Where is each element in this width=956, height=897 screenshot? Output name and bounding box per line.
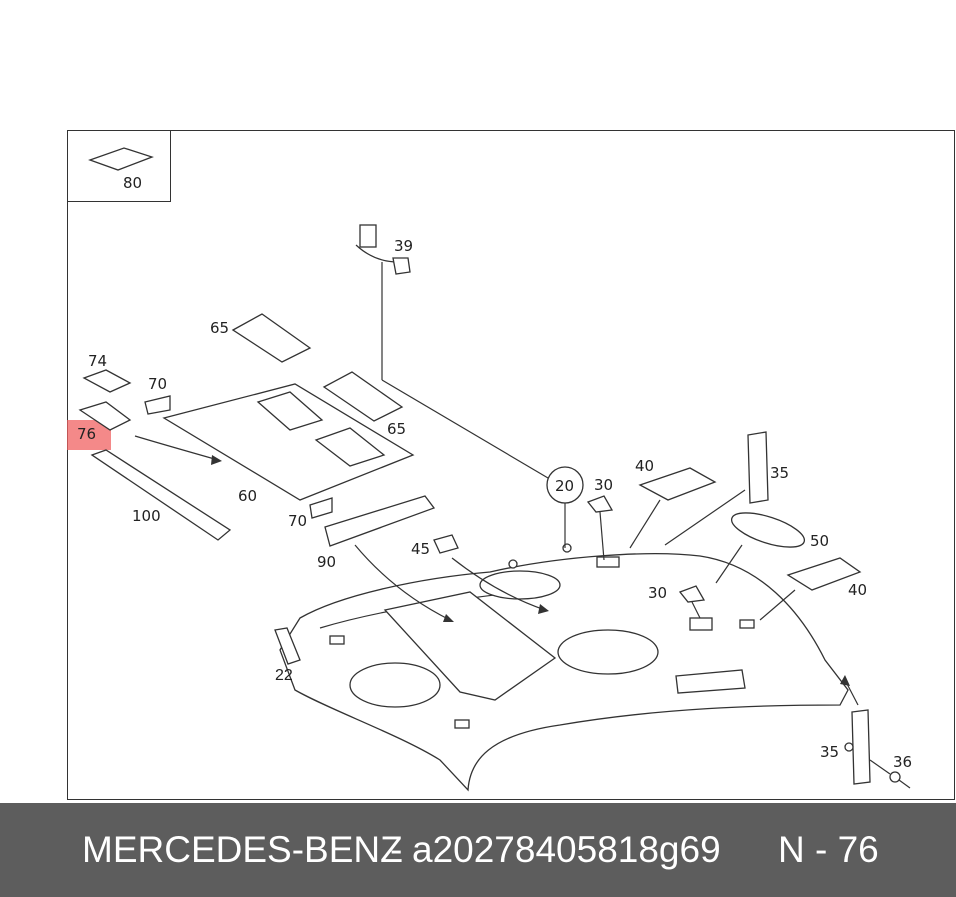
part-36-screw — [889, 771, 901, 783]
part-70-clip-lower — [309, 497, 333, 519]
arrow-76-to-60 — [134, 435, 219, 461]
part-70-clip-upper — [144, 395, 171, 415]
part-76-frame — [78, 401, 132, 431]
label-100: 100 — [132, 507, 161, 525]
headliner-sunroof-opening — [383, 591, 557, 701]
part-40-grab-handle-b — [786, 557, 862, 591]
label-45: 45 — [411, 540, 430, 558]
label-20: 20 — [555, 477, 574, 495]
label-80: 80 — [123, 174, 142, 192]
footer-separator: - — [390, 829, 403, 870]
part-65-cover-front — [231, 313, 312, 363]
label-60: 60 — [238, 487, 257, 505]
diagram-frame — [67, 130, 955, 800]
part-90-rail — [324, 495, 436, 547]
headliner-cutout-center — [557, 629, 659, 675]
part-60-panel — [162, 383, 415, 501]
part-45-block — [433, 534, 459, 554]
footer-brand: MERCEDES-BENZ — [82, 829, 403, 870]
parts-diagram: 80 39 65 65 74 70 70 76 60 100 90 45 20 … — [67, 147, 912, 792]
label-30-b: 30 — [648, 584, 667, 602]
part-35-bracket-a — [747, 431, 769, 504]
part-40-grab-handle-a — [638, 467, 717, 501]
footer-part-number: a20278405818g69 — [412, 829, 721, 870]
part-50-vanity-mirror — [730, 512, 806, 548]
label-90: 90 — [317, 553, 336, 571]
label-70-lower: 70 — [288, 512, 307, 530]
inset-box — [67, 130, 171, 202]
label-50: 50 — [810, 532, 829, 550]
headliner-edge-tab — [274, 627, 301, 665]
label-36: 36 — [893, 753, 912, 771]
label-22: 22 — [275, 667, 293, 684]
part-39-connector — [359, 224, 377, 248]
label-30-a: 30 — [594, 476, 613, 494]
part-100-strip — [90, 449, 232, 541]
label-40-b: 40 — [848, 581, 867, 599]
part-65-cover-rear — [322, 371, 404, 422]
part-80-pad — [88, 147, 154, 171]
label-76: 76 — [77, 425, 96, 443]
headliner-cutout-left — [349, 662, 441, 708]
part-35-bracket-b — [851, 709, 871, 785]
label-35-a: 35 — [770, 464, 789, 482]
headliner-handle-recess — [675, 669, 746, 694]
part-30-clip-b — [678, 585, 706, 603]
label-70-upper: 70 — [148, 375, 167, 393]
label-74: 74 — [88, 352, 107, 370]
part-74-cap — [82, 369, 132, 393]
label-65-front: 65 — [210, 319, 229, 337]
footer-position: N - 76 — [778, 829, 879, 870]
label-39: 39 — [394, 237, 413, 255]
headliner-cutout-rear — [479, 570, 561, 600]
label-35-b: 35 — [820, 743, 839, 761]
leader-39-to-20 — [381, 379, 549, 479]
footer-bar: MERCEDES-BENZ - a20278405818g69 N - 76 — [0, 803, 956, 897]
part-30-clip-a — [586, 495, 614, 513]
label-65-rear: 65 — [387, 420, 406, 438]
label-40-a: 40 — [635, 457, 654, 475]
